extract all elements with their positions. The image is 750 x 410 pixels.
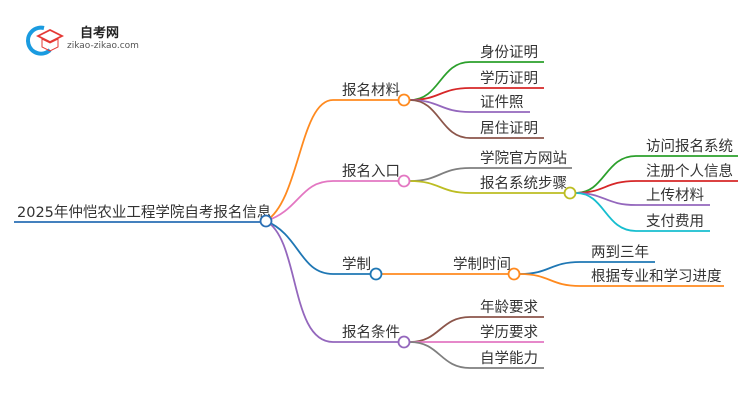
branch-line: [265, 220, 370, 275]
node-toggle[interactable]: [563, 186, 577, 200]
root-label: 2025年仲恺农业工程学院自考报名信息: [17, 204, 271, 221]
node-label: 学制时间: [453, 256, 511, 273]
logo-ring-icon: [25, 25, 52, 56]
branch-label: 报名材料: [342, 82, 400, 99]
node-toggle[interactable]: [397, 335, 411, 349]
branch-line: [265, 99, 398, 222]
branch-label: 报名条件: [342, 324, 400, 341]
graduation-cap-icon: [35, 28, 65, 44]
root-node-toggle[interactable]: [259, 214, 273, 228]
logo: 自考网 zikao-zikao.com: [25, 25, 139, 56]
node-toggle[interactable]: [369, 267, 383, 281]
node-label: 两到三年: [591, 244, 649, 261]
node-toggle[interactable]: [507, 267, 521, 281]
node-label: 证件照: [480, 94, 524, 111]
node-label: 学历要求: [480, 324, 538, 341]
node-label: 学历证明: [480, 70, 538, 87]
logo-subtitle: zikao-zikao.com: [67, 41, 139, 51]
node-label: 上传材料: [646, 187, 704, 204]
node-toggle[interactable]: [397, 93, 411, 107]
node-label: 根据专业和学习进度: [591, 268, 722, 285]
branch-label: 报名入口: [342, 163, 400, 180]
node-label: 年龄要求: [480, 299, 538, 316]
node-toggle[interactable]: [397, 174, 411, 188]
logo-title: 自考网: [80, 25, 119, 41]
node-label: 自学能力: [480, 350, 538, 367]
node-label: 报名系统步骤: [480, 175, 567, 192]
node-label: 身份证明: [480, 44, 538, 61]
branch-line: [265, 180, 398, 222]
node-label: 访问报名系统: [646, 138, 733, 155]
node-label: 学院官方网站: [480, 150, 567, 167]
node-label: 居住证明: [480, 120, 538, 137]
node-label: 注册个人信息: [646, 163, 733, 180]
branch-line: [265, 220, 398, 343]
node-label: 支付费用: [646, 213, 704, 230]
branch-label: 学制: [342, 256, 371, 273]
